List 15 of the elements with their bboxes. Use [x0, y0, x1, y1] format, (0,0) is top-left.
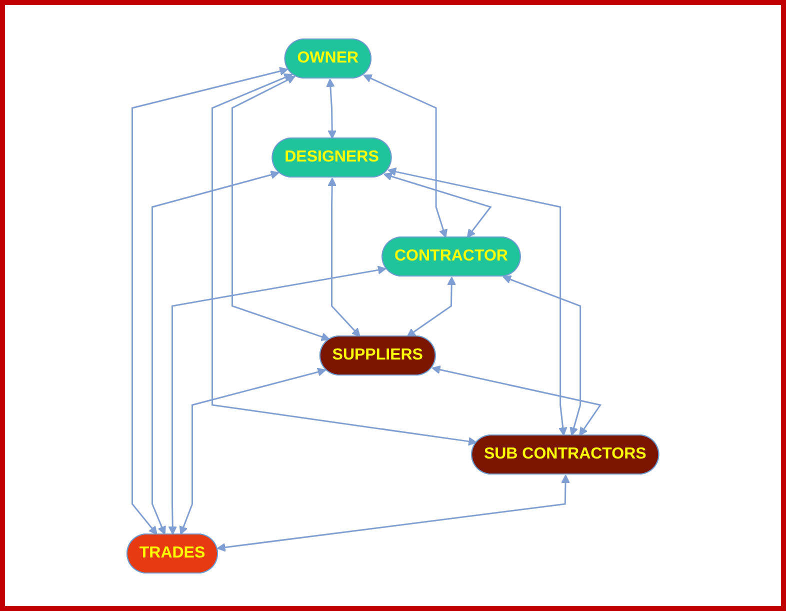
arrow: [216, 474, 570, 552]
arrow: [388, 166, 568, 436]
arrow: [326, 78, 337, 138]
arrow: [384, 172, 492, 238]
arrow: [212, 72, 478, 446]
arrow: [432, 364, 602, 436]
arrow: [363, 74, 448, 238]
arrow: [180, 367, 326, 534]
arrow: [168, 265, 387, 534]
arrow: [232, 75, 330, 341]
arrow: [502, 274, 582, 436]
arrow: [406, 276, 456, 336]
arrow: [328, 177, 361, 336]
arrow: [152, 170, 280, 534]
arrow: [132, 66, 288, 534]
